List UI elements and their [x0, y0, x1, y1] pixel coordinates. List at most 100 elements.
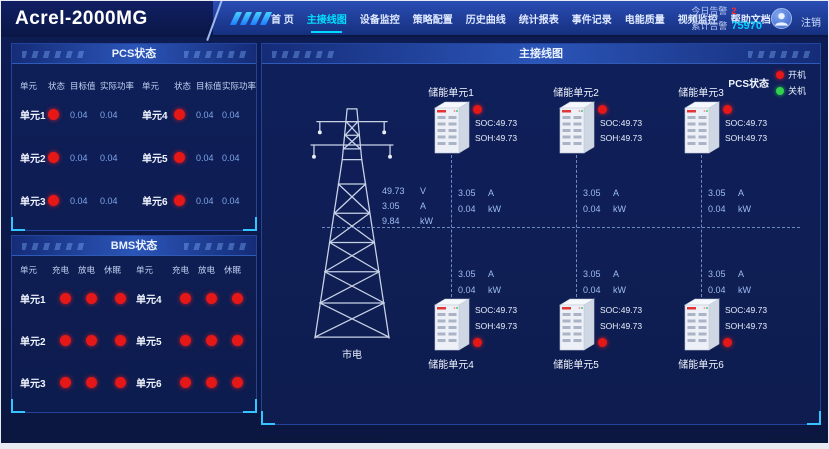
storage-cabinet-icon[interactable] — [554, 296, 598, 352]
branch-current-value: 3.05 — [583, 269, 601, 279]
unit-status-dot-icon — [473, 338, 482, 347]
logout-button[interactable]: 注销 — [801, 18, 821, 29]
bms-col-unit: 单元 — [136, 265, 154, 275]
branch-current-unit: A — [613, 188, 620, 198]
storage-unit-label: 储能单元6 — [678, 360, 724, 371]
status-dot-icon — [174, 152, 185, 163]
pcs-target-value: 0.04 — [196, 109, 214, 120]
unit-soc-value: SOC:49.73 — [475, 118, 518, 128]
pcs-col-status: 状态 — [174, 81, 192, 91]
pcs-table-header: 单元 状态 目标值 实际功率 单元 状态 目标值 实际功率 — [12, 79, 256, 93]
storage-cabinet-icon[interactable] — [679, 296, 723, 352]
nav-item-history-curve[interactable]: 历史曲线 — [465, 14, 506, 26]
diagram-title: 主接线图 — [519, 48, 563, 60]
pcs-col-power: 实际功率 — [222, 81, 257, 91]
unit-soh-value: SOH:49.73 — [475, 133, 518, 143]
storage-unit-label: 储能单元5 — [553, 360, 599, 371]
branch-power-value: 0.04 — [583, 204, 601, 214]
bms-unit-name: 单元5 — [136, 336, 162, 348]
bms-col-unit: 单元 — [20, 265, 38, 275]
unit-soh-value: SOH:49.73 — [475, 321, 518, 331]
grid-current-value: 3.05 — [382, 200, 400, 211]
pcs-unit-name: 单元6 — [142, 197, 168, 208]
branch-power-value: 0.04 — [458, 285, 476, 295]
storage-unit-label: 储能单元1 — [428, 88, 474, 99]
pcs-target-value: 0.04 — [70, 109, 88, 120]
nav-item-help-docs[interactable]: 帮助文档 — [730, 14, 771, 26]
title-deco-left-icon — [22, 51, 84, 58]
pcs-status-legend: PCS状态 开机 关机 — [728, 68, 806, 97]
pcs-target-value: 0.04 — [70, 152, 88, 163]
branch-line — [576, 155, 577, 297]
branch-current-unit: A — [488, 188, 495, 198]
grid-power-value: 9.84 — [382, 215, 400, 226]
pcs-col-status: 状态 — [48, 81, 66, 91]
pcs-target-value: 0.04 — [70, 195, 88, 206]
status-dot-icon — [179, 376, 191, 388]
unit-soc-value: SOC:49.73 — [600, 118, 643, 128]
nav-item-video-monitor[interactable]: 视频监控 — [677, 14, 718, 26]
status-dot-icon — [48, 152, 59, 163]
nav-item-statistics-report[interactable]: 统计报表 — [518, 14, 559, 26]
storage-cabinet-icon[interactable] — [429, 296, 473, 352]
alarm-today-label: 今日告警 — [691, 6, 728, 16]
bms-unit-name: 单元1 — [20, 294, 46, 306]
user-avatar-icon[interactable] — [771, 8, 792, 29]
branch-current-value: 3.05 — [708, 269, 726, 279]
status-dot-icon — [114, 292, 126, 304]
storage-cabinet-icon[interactable] — [679, 99, 723, 155]
nav-item-strategy-config[interactable]: 策略配置 — [412, 14, 453, 26]
status-dot-icon — [48, 195, 59, 206]
branch-power-unit: kW — [613, 204, 626, 214]
legend-off-dot-icon — [775, 86, 784, 95]
unit-soc-value: SOC:49.73 — [725, 118, 768, 128]
nav-item-device-monitor[interactable]: 设备监控 — [359, 14, 400, 26]
grid-power-unit: kW — [420, 215, 433, 226]
bms-col-charge: 充电 — [52, 265, 70, 275]
pcs-table-row: 单元3 0.04 0.04 单元6 0.04 0.04 — [12, 179, 256, 222]
unit-status-dot-icon — [598, 338, 607, 347]
nav-item-main-diagram[interactable]: 主接线图 — [305, 7, 349, 33]
grid-current-unit: A — [420, 200, 427, 211]
nav-item-event-record[interactable]: 事件记录 — [571, 14, 612, 26]
status-dot-icon — [179, 334, 191, 346]
status-dot-icon — [231, 334, 243, 346]
storage-cabinet-icon[interactable] — [554, 99, 598, 155]
main-nav: 首 页 主接线图 设备监控 策略配置 历史曲线 统计报表 事件记录 电能质量 视… — [269, 1, 773, 35]
logo-block — [1, 1, 213, 35]
pcs-unit-name: 单元1 — [20, 111, 46, 122]
bms-panel-title-bar: BMS状态 — [12, 236, 256, 256]
bms-col-charge: 充电 — [172, 265, 190, 275]
branch-current-value: 3.05 — [583, 188, 601, 198]
pcs-status-panel: PCS状态 单元 状态 目标值 实际功率 单元 状态 目标值 实际功率 单元1 … — [11, 43, 257, 231]
bms-unit-name: 单元3 — [20, 378, 46, 390]
branch-line — [451, 155, 452, 297]
storage-cabinet-icon[interactable] — [429, 99, 473, 155]
pcs-target-value: 0.04 — [196, 152, 214, 163]
bus-line — [322, 227, 800, 228]
status-dot-icon — [179, 292, 191, 304]
status-dot-icon — [174, 109, 185, 120]
branch-power-value: 0.04 — [708, 204, 726, 214]
pcs-panel-title: PCS状态 — [111, 48, 157, 60]
transmission-tower-icon — [310, 108, 394, 339]
nav-item-power-quality[interactable]: 电能质量 — [624, 14, 665, 26]
storage-unit-label: 储能单元3 — [678, 88, 724, 99]
status-dot-icon — [231, 292, 243, 304]
pcs-unit-name: 单元2 — [20, 154, 46, 165]
alarm-today-value: 2 — [731, 6, 737, 16]
nav-item-home[interactable]: 首 页 — [271, 14, 294, 26]
title-deco-right-icon — [184, 51, 246, 58]
bms-unit-name: 单元2 — [20, 336, 46, 348]
branch-current-unit: A — [488, 269, 495, 279]
status-dot-icon — [59, 292, 71, 304]
status-dot-icon — [205, 376, 217, 388]
branch-power-value: 0.04 — [583, 285, 601, 295]
legend-on-dot-icon — [775, 70, 784, 79]
status-dot-icon — [174, 195, 185, 206]
diagram-title-bar: 主接线图 — [262, 44, 820, 64]
branch-current-unit: A — [738, 188, 745, 198]
